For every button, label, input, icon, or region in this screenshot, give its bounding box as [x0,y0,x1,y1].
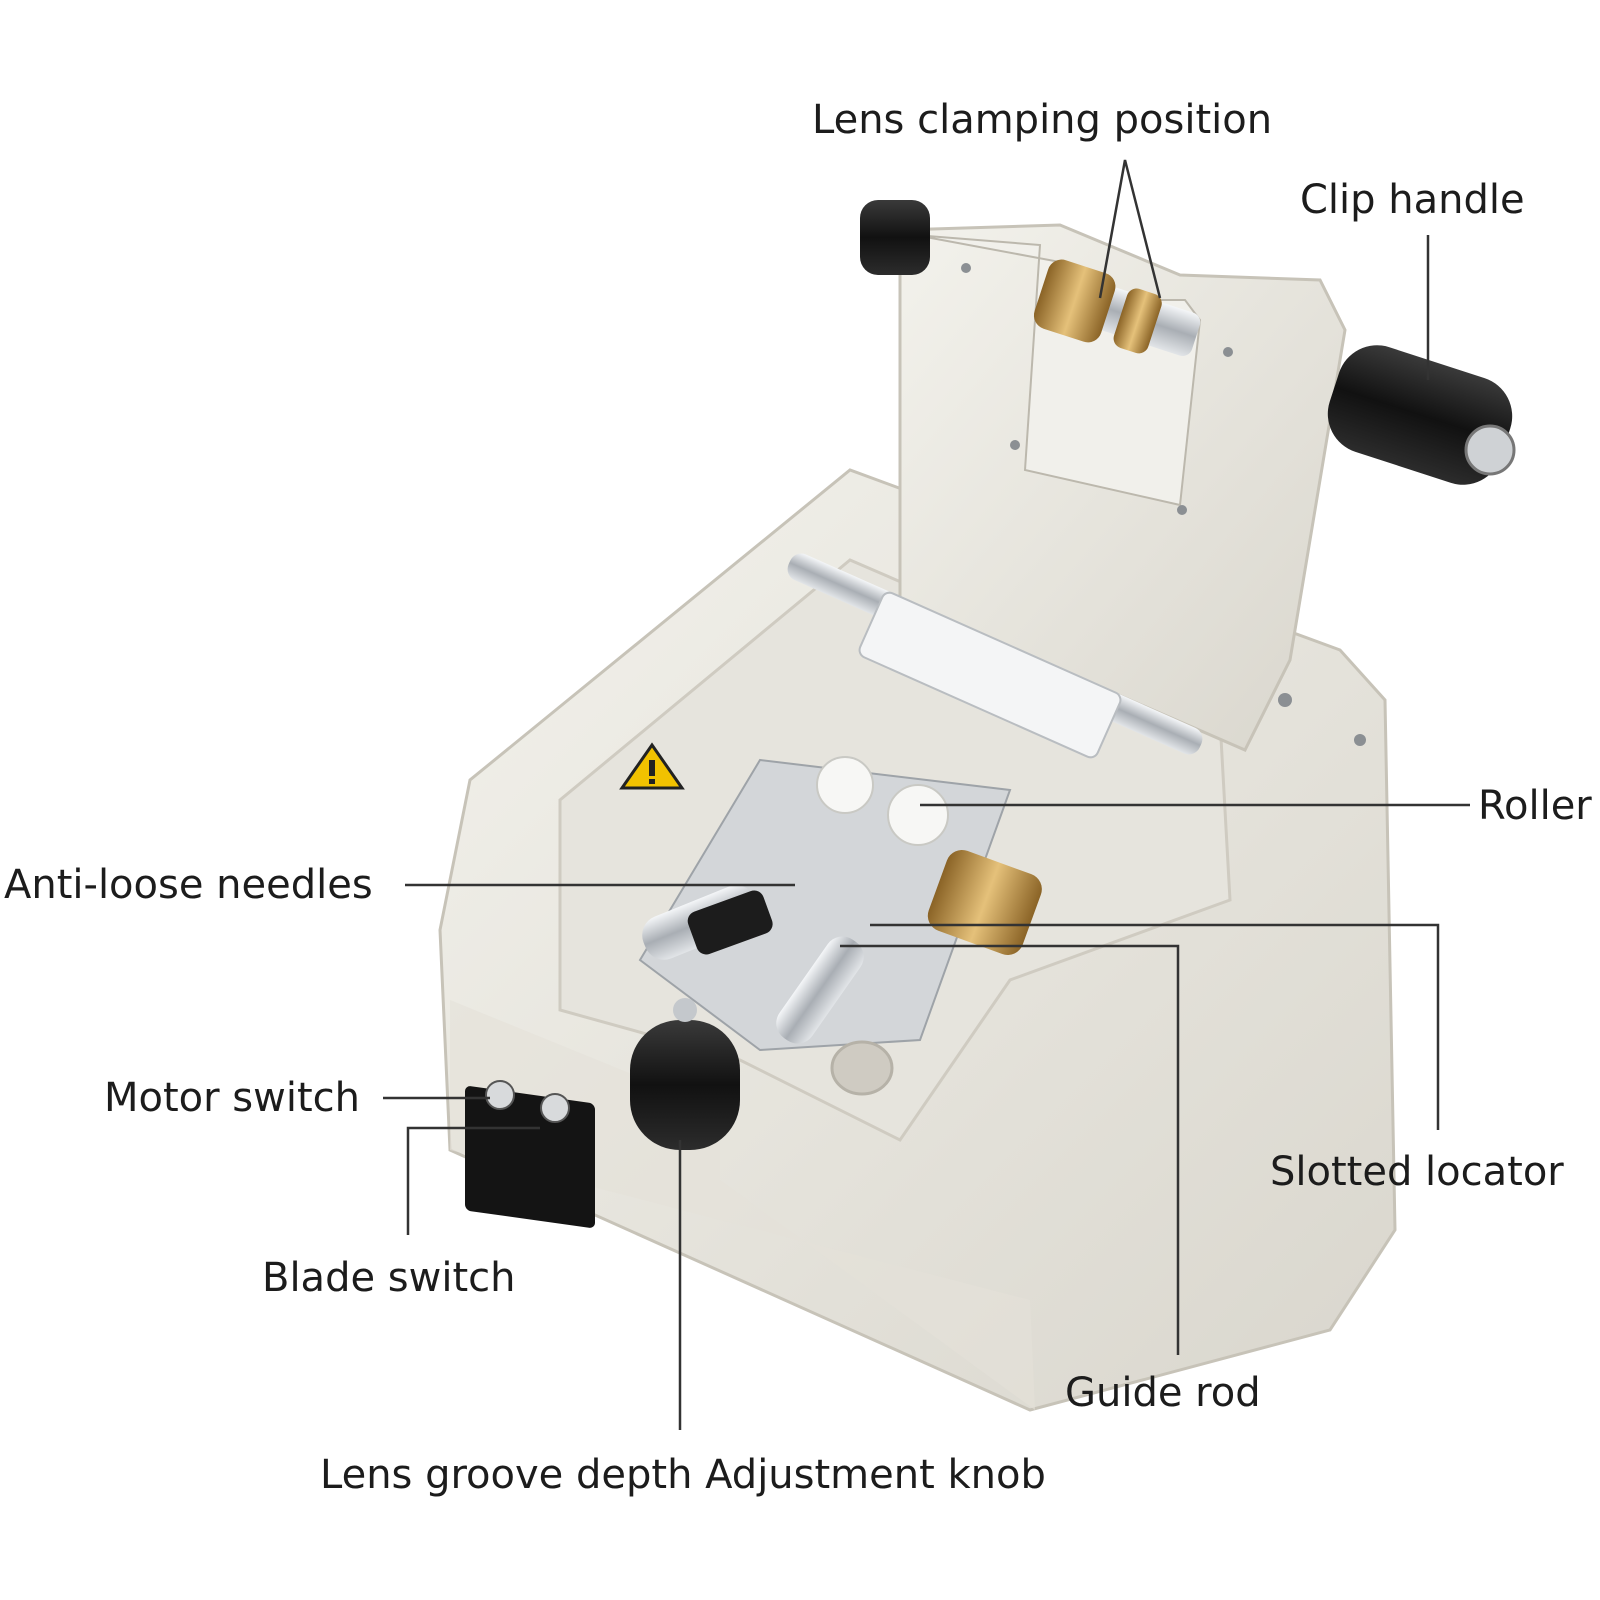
side-screw [1354,734,1366,746]
warning-sticker [619,742,685,790]
switch-panel [465,1080,595,1228]
left-knob [860,200,930,275]
roller-wheel-left [816,756,874,814]
black-grip [687,890,773,955]
clip-handle-knob [1327,345,1516,485]
screw [961,263,971,273]
label-roller: Roller [1478,783,1592,829]
clamp-brass-left [1033,259,1116,343]
side-screw [1278,693,1292,707]
label-lens-clamping-position: Lens clamping position [812,97,1273,143]
label-lens-groove-depth-adjustment-knob: Lens groove depth Adjustment knob [320,1452,1046,1498]
clamp-brass-right [1113,288,1162,354]
label-slotted-locator: Slotted locator [1270,1149,1564,1195]
drain-hole [830,1040,894,1096]
label-blade-switch: Blade switch [262,1255,516,1301]
label-clip-handle: Clip handle [1300,177,1525,223]
roller-bracket [858,591,1122,759]
screw [1010,440,1020,450]
label-motor-switch: Motor switch [104,1075,360,1121]
depth-adjustment-knob [630,998,740,1150]
screw [1177,505,1187,515]
label-guide-rod: Guide rod [1065,1370,1261,1416]
machine-front-face [450,1000,1035,1410]
screw [1223,347,1233,357]
label-anti-loose-needles: Anti-loose needles [4,862,373,908]
roller-wheel-right [887,784,949,846]
